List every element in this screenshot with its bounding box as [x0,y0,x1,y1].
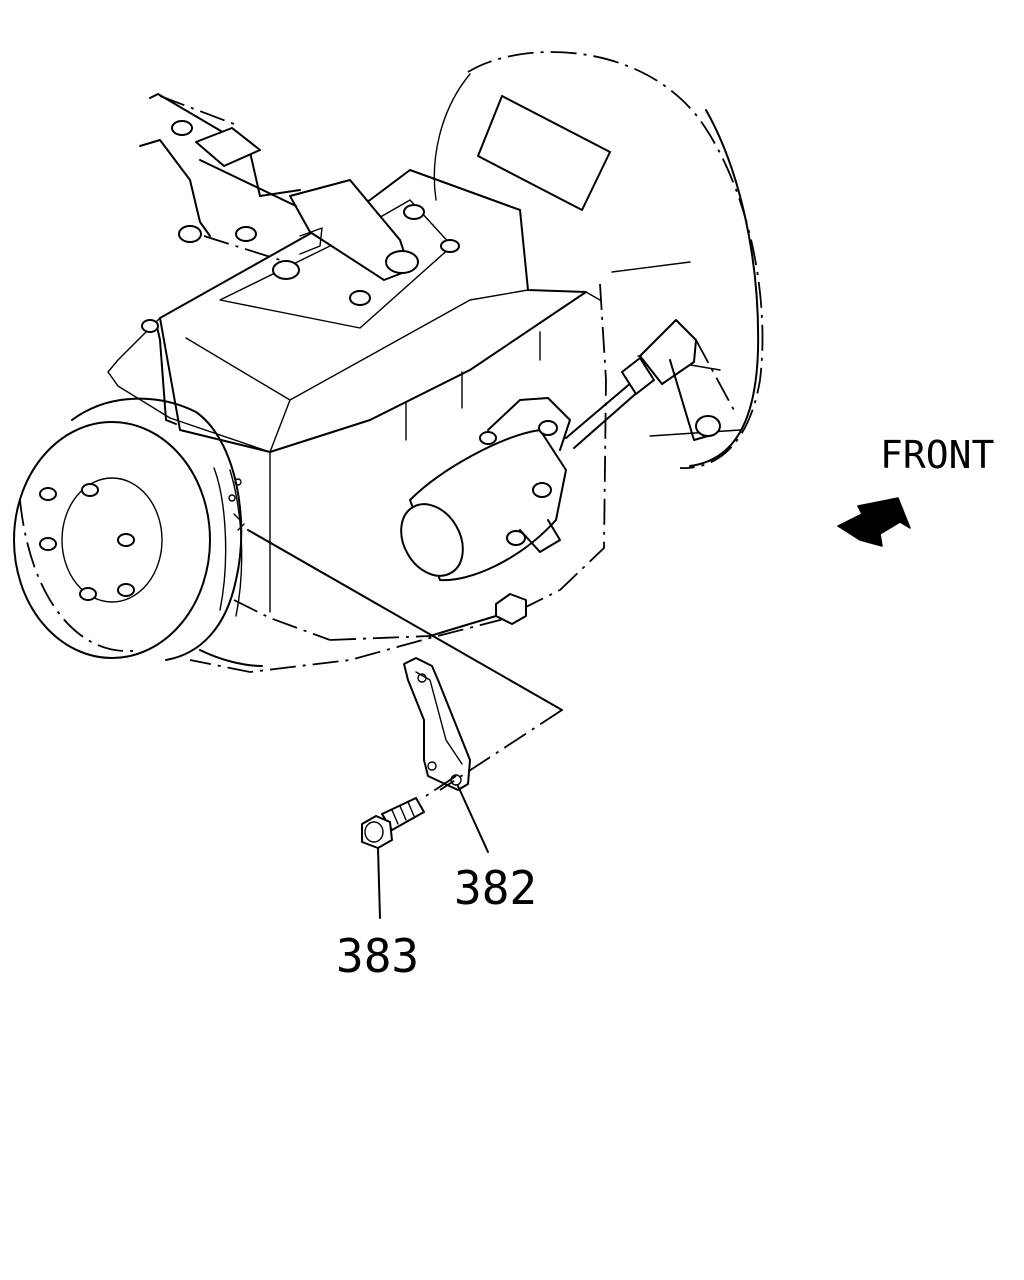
bolt-reference-dash [419,775,457,801]
cover-plate [219,199,453,329]
clutch-housing-outline [467,51,764,469]
clutch-housing-inner-edge [433,73,471,201]
bracket-382 [403,657,471,791]
top-cover-ridge-2 [289,289,529,401]
transmission-assembly [13,51,764,673]
shift-motor [400,319,737,582]
shift-linkage [139,93,460,306]
front-indicator: FRONT [837,433,994,547]
front-label: FRONT [880,433,994,477]
mount-reference-dash-2 [329,635,431,641]
housing-rib-1 [611,261,691,273]
callout-382-leader [457,785,489,853]
bolt-383 [361,797,425,849]
callout-383-label: 383 [336,929,419,983]
housing-front-rim [689,109,760,467]
mount-stud-head [141,319,159,333]
front-direction-arrow-icon [837,497,911,547]
callout-382-label: 382 [454,861,537,915]
drain-plug [429,593,527,637]
mount-reference-solid [247,529,563,711]
housing-rib-3 [649,429,741,437]
housing-window [477,95,611,211]
linkage-dash-2 [203,235,281,261]
mount-reference-dash [439,709,563,791]
mount-stud [147,321,177,425]
output-flange [13,397,263,667]
case-side-face [269,291,601,613]
linkage-dash-1 [159,95,235,125]
callout-383-leader [377,847,381,919]
transmission-case-outline [189,283,607,673]
case-lower-dash [233,599,331,641]
